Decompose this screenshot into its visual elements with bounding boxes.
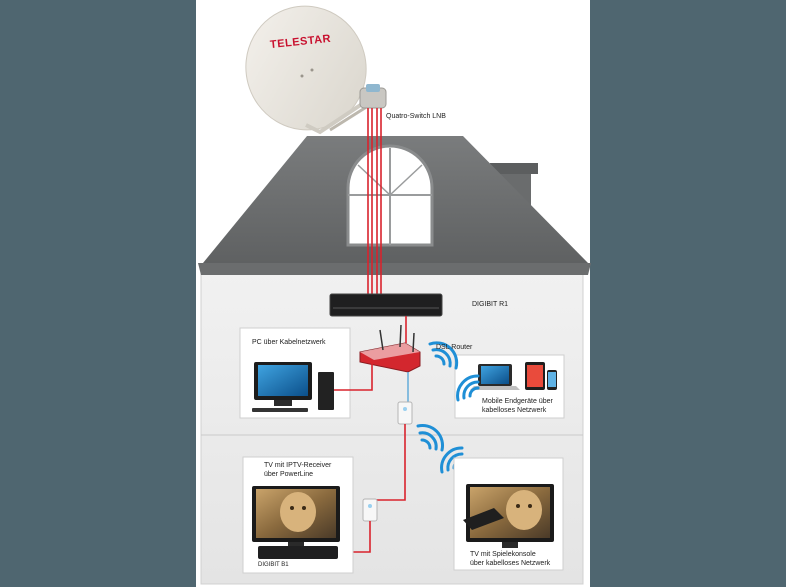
- tv-console-label-line-1: TV mit Spielekonsole: [470, 551, 536, 558]
- powerline-led: [368, 504, 372, 508]
- pc-cable: [334, 362, 373, 391]
- tv-iptv-label-line-1: TV mit IPTV-Receiver: [264, 462, 332, 469]
- receiver-b1-label: DIGIBIT B1: [258, 562, 289, 568]
- phone-screen: [548, 372, 556, 387]
- satellite-cables: [367, 108, 382, 296]
- tv-console-label-line-2: über kabelloses Netzwerk: [470, 560, 551, 567]
- mobile-label-line-2: kabelloses Netzwerk: [482, 407, 547, 414]
- tv-iptv-stand: [288, 542, 304, 546]
- dish-dot: [300, 74, 304, 78]
- dish-mount: [329, 104, 369, 132]
- powerline-adapter-bottom: [362, 498, 378, 522]
- digibit-r1-receiver: [329, 293, 443, 317]
- leopard-eye: [290, 506, 294, 510]
- pc-monitor-stand: [274, 400, 292, 406]
- tablet-screen: [527, 365, 543, 387]
- dish-arm: [305, 98, 370, 135]
- game-console: [463, 508, 504, 530]
- pc-label: PC über Kabelnetzwerk: [252, 339, 326, 346]
- window-ray-left: [357, 164, 391, 196]
- router-antenna: [379, 329, 384, 351]
- tv-console-stand: [502, 542, 518, 548]
- laptop-base: [470, 386, 520, 390]
- pc-monitor-screen: [258, 365, 308, 396]
- chimney-top: [490, 163, 538, 174]
- router-top: [360, 343, 420, 360]
- leopard-head: [280, 492, 316, 532]
- wifi-middle: [416, 424, 444, 452]
- powerline-adapter-top: [397, 401, 413, 425]
- window-ray-right: [389, 164, 423, 196]
- receiver-label: DIGIBIT R1: [472, 301, 509, 308]
- powerline-led: [403, 407, 407, 411]
- router-antenna: [412, 332, 415, 353]
- mobile-label-line-1: Mobile Endgeräte über: [482, 398, 553, 405]
- leopard-eye: [528, 504, 532, 508]
- digibit-b1-receiver: [258, 546, 338, 559]
- receiver-front-stripe: [333, 307, 439, 309]
- pc-keyboard: [252, 408, 308, 412]
- dish-dot: [310, 68, 314, 72]
- roof-eave: [198, 263, 591, 275]
- satellite-dish: [245, 5, 367, 131]
- lnb-label: Quatro-Switch LNB: [386, 113, 446, 120]
- pc-tower: [318, 372, 334, 410]
- lnb-head: [366, 84, 380, 92]
- leopard-head: [506, 490, 542, 530]
- leopard-eye: [302, 506, 306, 510]
- router-label: DSL Router: [436, 344, 473, 351]
- router-antenna: [399, 324, 402, 348]
- tv-iptv-label-line-2: über PowerLine: [264, 471, 314, 478]
- wifi-router: [428, 341, 459, 370]
- wifi-mobile: [456, 374, 480, 402]
- leopard-eye: [516, 504, 520, 508]
- laptop-screen: [481, 366, 509, 384]
